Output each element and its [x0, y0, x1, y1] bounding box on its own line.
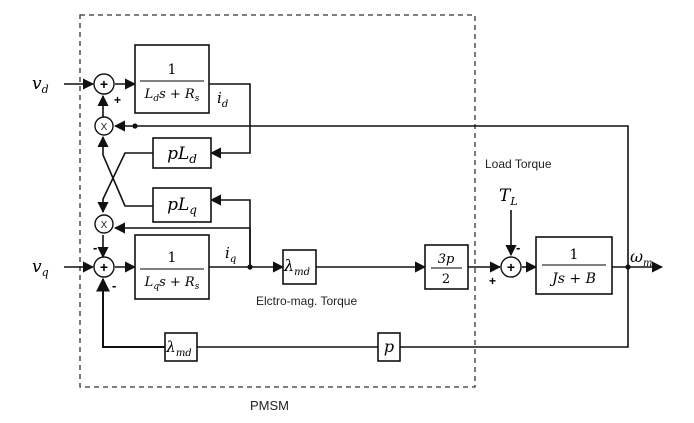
svg-text:X: X: [101, 220, 108, 231]
lambda-fb-to-sum-q-wire: [96, 277, 165, 348]
svg-text:1: 1: [168, 250, 177, 266]
sign-sum-q-top: -: [93, 240, 97, 255]
sign-sum-t-left: +: [489, 274, 496, 288]
pmsm-boundary: [79, 14, 476, 388]
iq-label: iq: [225, 244, 236, 265]
p-gain-block: p: [377, 332, 401, 362]
junction-omega: [625, 264, 631, 270]
svg-text:1: 1: [570, 247, 579, 263]
sign-sum-q-bottom: -: [112, 278, 116, 293]
svg-text:Lds + Rs: Lds + Rs: [144, 87, 200, 104]
svg-text:+: +: [100, 76, 108, 92]
q-axis-transfer-block: 1 Lqs + Rs: [134, 234, 210, 300]
em-torque-label: Elctro-mag. Torque: [256, 294, 357, 308]
svg-text:+: +: [507, 259, 515, 275]
vd-label: vd: [32, 74, 49, 96]
junction-feedback: [132, 123, 138, 129]
vq-label: vq: [32, 257, 49, 279]
sign-sum-t-top: -: [516, 240, 520, 255]
multiplier-1: X: [94, 116, 114, 136]
svg-text:X: X: [101, 122, 108, 133]
pmsm-label: PMSM: [250, 398, 289, 413]
pld-block: pLd: [152, 137, 212, 169]
pld-to-m2-wire: [97, 152, 153, 214]
load-torque-label: Load Torque: [485, 157, 552, 171]
sum-junction-d: +: [93, 73, 115, 95]
sign-sum-d-bottom: +: [114, 93, 121, 107]
omega-feedback-upper-wire: [113, 120, 629, 267]
sum-junction-torque: +: [500, 256, 522, 278]
d-axis-transfer-block: 1 Lds + Rs: [134, 44, 210, 114]
lambda-md-feedback-block: λmd: [164, 332, 198, 362]
lambda-md-block: λmd: [282, 249, 317, 285]
multiplier-2: X: [94, 214, 114, 234]
id-label: id: [217, 89, 228, 110]
svg-text:p: p: [384, 337, 394, 356]
id-wire: [209, 83, 251, 159]
svg-text:Lqs + Rs: Lqs + Rs: [144, 275, 200, 292]
svg-text:1: 1: [168, 62, 177, 78]
svg-text:3p: 3p: [438, 252, 455, 267]
omega-label: ωm: [630, 247, 653, 269]
svg-text:2: 2: [442, 272, 450, 287]
mechanical-transfer-block: 1 Js + B: [535, 236, 613, 295]
iq-to-m1-wire: [113, 222, 251, 267]
plq-to-m1-wire: [97, 135, 153, 207]
junction-iq: [247, 264, 253, 270]
svg-text:pLq: pLq: [167, 195, 197, 217]
svg-text:+: +: [100, 259, 108, 275]
svg-text:λmd: λmd: [283, 256, 310, 278]
sum-junction-q: +: [93, 256, 115, 278]
plq-block: pLq: [152, 187, 212, 223]
omega-feedback-lower-wire: [400, 267, 629, 348]
torque-gain-block: 3p 2: [424, 244, 469, 290]
svg-text:pLd: pLd: [167, 144, 197, 166]
tl-label: TL: [499, 186, 518, 208]
svg-text:Js + B: Js + B: [549, 271, 596, 287]
svg-text:λmd: λmd: [165, 338, 191, 359]
